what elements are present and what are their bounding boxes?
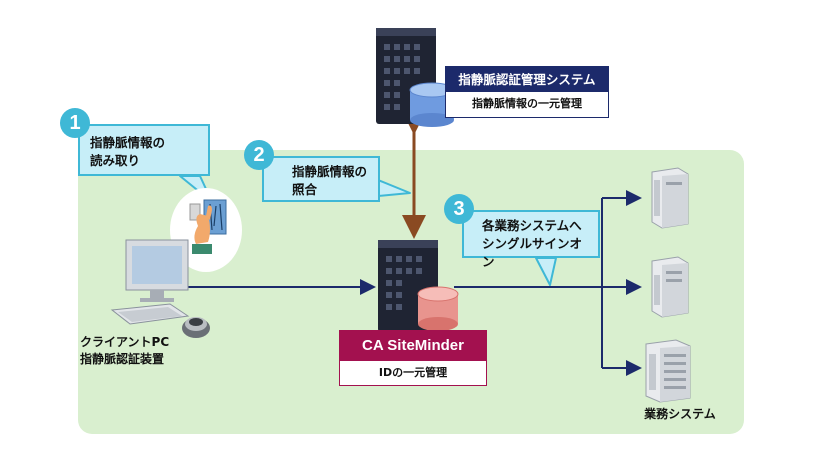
step-3-number: 3 (444, 194, 474, 224)
callout-2-tail (377, 179, 411, 197)
step-2-number: 2 (244, 140, 274, 170)
client-pc-icon (110, 239, 210, 338)
siteminder-title: CA SiteMinder (340, 331, 486, 361)
step-3-callout: 各業務システムへ シングルサインオン (462, 210, 600, 269)
step-2-callout: 指静脈情報の 照合 (262, 156, 380, 202)
auth-system-box: 指静脈認証管理システム 指静脈情報の一元管理 (445, 66, 609, 118)
auth-system-subtitle: 指静脈情報の一元管理 (472, 97, 582, 110)
auth-system-title: 指静脈認証管理システム (446, 67, 608, 92)
siteminder-server-icon (378, 240, 459, 332)
business-server-1-icon (651, 167, 689, 229)
step-1-callout: 指静脈情報の 読み取り (78, 124, 210, 176)
business-systems-label: 業務システム (644, 407, 716, 421)
business-server-3-icon (645, 339, 691, 403)
siteminder-box: CA SiteMinder IDの一元管理 (339, 330, 487, 386)
client-pc-label: クライアントPC 指静脈認証装置 (80, 335, 170, 366)
step-1-number: 1 (60, 108, 90, 138)
siteminder-subtitle: IDの一元管理 (378, 366, 448, 379)
business-server-2-icon (651, 256, 689, 318)
callout-3-tail (535, 257, 557, 286)
